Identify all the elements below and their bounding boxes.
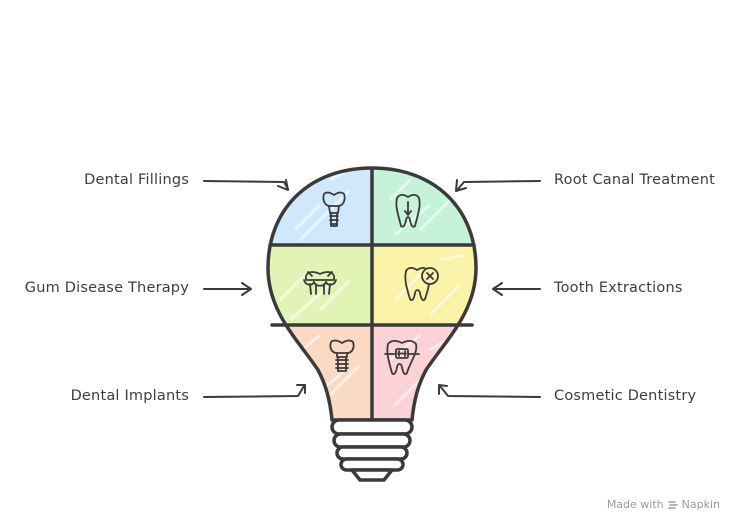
arrow-root-canal-treatment (457, 180, 541, 190)
tooth-extraction-icon (404, 266, 439, 302)
label-dental-fillings: Dental Fillings (84, 172, 189, 188)
napkin-watermark: Made with Napkin (607, 498, 720, 511)
label-tooth-extractions: Tooth Extractions (554, 280, 683, 296)
segment-root-canal-treatment (372, 168, 476, 245)
tooth-crown-icon (322, 191, 346, 227)
label-root-canal-treatment: Root Canal Treatment (554, 172, 715, 188)
napkin-logo-icon (667, 500, 678, 509)
arrow-dental-implants (203, 385, 305, 398)
root-canal-tooth-icon (395, 193, 421, 228)
gum-disease-tooth-icon (303, 271, 337, 295)
label-cosmetic-dentistry: Cosmetic Dentistry (554, 388, 697, 404)
label-gum-disease-therapy: Gum Disease Therapy (24, 280, 189, 296)
label-dental-implants: Dental Implants (70, 388, 189, 404)
dental-implant-icon (329, 339, 355, 372)
braces-tooth-icon (384, 339, 420, 376)
segment-cosmetic-dentistry (372, 325, 476, 420)
segment-dental-fillings (268, 168, 372, 245)
watermark-prefix: Made with (606, 498, 664, 511)
arrow-cosmetic-dentistry (439, 385, 541, 398)
watermark-brand: Napkin (681, 498, 720, 511)
arrow-dental-fillings (203, 180, 289, 190)
bulb-base (330, 418, 414, 482)
arrows (203, 179, 541, 398)
bulb-dividers (268, 167, 476, 422)
